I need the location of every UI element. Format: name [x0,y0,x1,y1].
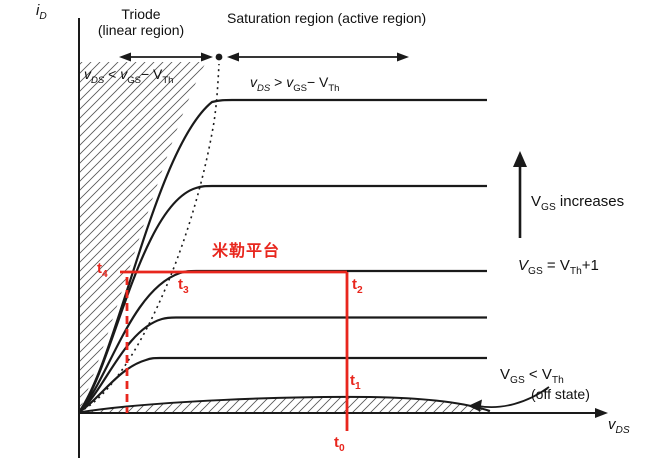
triode-extent-arrow [119,52,213,62]
triode-region-title: Triode (linear region) [84,6,198,38]
triode-condition-label: vDS < vGS− VTh [84,66,174,86]
iv-curve-2 [78,356,487,413]
triode-hatched-region [79,62,206,412]
x-axis-arrowhead-icon [595,408,608,418]
iv-curve-6 [78,98,487,413]
iv-curve-off-state [78,395,491,414]
off-state-label: (off state) [531,386,590,402]
iv-curve-vth-plus-1 [78,269,487,413]
vgs-less-than-vth-label: VGS < VTh [500,366,564,386]
miller-plateau-label: 米勒平台 [212,243,281,260]
t0-label: t0 [334,434,345,454]
region-divider-dot-icon [215,53,223,61]
off-state-hatched-region [79,396,490,413]
y-axis-label: iD [36,2,47,22]
saturation-region-title: Saturation region (active region) [227,10,427,26]
off-state-pointer-arrow [468,386,550,412]
triode-title-line1: Triode [121,6,161,22]
vgs-equals-vth-plus-1-label: VGS = VTh+1 [518,257,599,277]
triode-title-line2: (linear region) [97,22,185,39]
t1-label: t1 [350,372,361,392]
saturation-condition-label: vDS > vGS− VTh [250,74,340,94]
t2-label: t2 [352,276,363,296]
t3-label: t3 [178,276,189,296]
t4-label: t4 [97,260,108,280]
boundary-dotted-curve [78,63,220,413]
vgs-increases-label: VGS increases [531,193,625,213]
saturation-extent-arrow [227,52,409,62]
vgs-increases-arrow [513,151,527,238]
x-axis-label: vDS [608,416,630,436]
iv-curve-3 [78,316,487,413]
